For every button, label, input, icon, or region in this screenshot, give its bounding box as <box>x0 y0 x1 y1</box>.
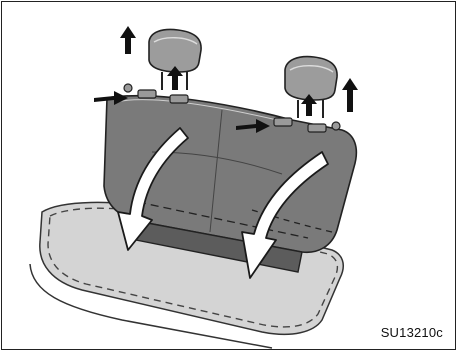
mount-left-inner <box>170 95 188 103</box>
lift-arrow-right-outer <box>342 78 358 112</box>
rear-seat-illustration <box>2 2 456 350</box>
lock-button-left <box>124 84 132 92</box>
mount-right-outer <box>308 124 326 132</box>
lock-button-right <box>332 122 340 130</box>
mount-left-outer <box>138 90 156 98</box>
figure-code-label: SU13210c <box>381 325 443 340</box>
lift-arrow-left-outer <box>120 26 136 54</box>
mount-right-inner <box>274 118 292 126</box>
